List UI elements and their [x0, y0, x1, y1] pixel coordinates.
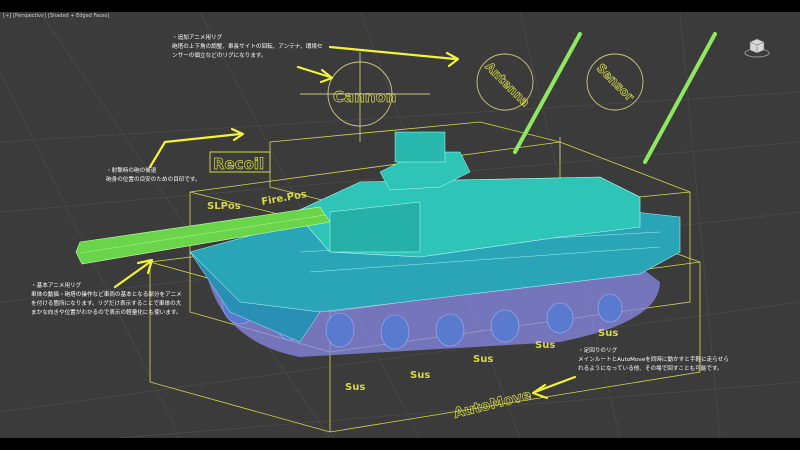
- antenna-rig-circle: [476, 53, 534, 111]
- label-sus-1[interactable]: Sus: [345, 382, 365, 393]
- annotation-title: ・足回りのリグ: [578, 348, 618, 354]
- viewport-perspective[interactable]: [+][Perspective][Shaded + Edged Faces]: [0, 12, 800, 438]
- annotation-basic-rig: ・基本アニメ用リグ 車体の動揺・砲塔の操作など車両の基本となる部分をアニメ を付…: [31, 282, 182, 318]
- annotation-recoil-rig: ・射撃時の砲の後退 砲身の位置の目安のための目印です。: [106, 167, 201, 185]
- viewport-label[interactable]: [+][Perspective][Shaded + Edged Faces]: [3, 13, 111, 19]
- label-automove[interactable]: AutoMove: [452, 387, 534, 422]
- label-firepos[interactable]: Fire.Pos: [261, 189, 308, 208]
- viewport-menu-plus[interactable]: [+]: [3, 13, 12, 19]
- scene-canvas[interactable]: Cannon Antenna Sensor Recoil SLPos Fire.…: [0, 12, 800, 438]
- viewport-shading-menu[interactable]: [Shaded + Edged Faces]: [47, 13, 110, 19]
- antenna-rods[interactable]: [513, 32, 717, 164]
- label-sus-2[interactable]: Sus: [410, 370, 430, 381]
- annotation-title: ・追加アニメ用リグ: [172, 35, 223, 41]
- annotation-title: ・射撃時の砲の後退: [106, 168, 157, 174]
- label-antenna[interactable]: Antenna: [482, 59, 533, 110]
- label-sus-4[interactable]: Sus: [535, 340, 555, 351]
- annotation-line: 砲塔の上下角の調整、車長サイトの回転、アンテナ、環境セ: [172, 44, 323, 50]
- viewport-view-menu[interactable]: [Perspective]: [13, 13, 46, 19]
- sensor-rig-circle: [586, 53, 644, 111]
- label-cannon[interactable]: Cannon: [333, 88, 397, 107]
- label-sensor[interactable]: Sensor: [593, 60, 637, 104]
- letterbox-top: [0, 0, 800, 12]
- annotation-line: れるようになっている他、その場で回すことも可能です。: [578, 366, 723, 372]
- annotation-line: ンサーの個立などのリグになります。: [172, 53, 267, 59]
- label-slpos[interactable]: SLPos: [207, 201, 241, 212]
- annotation-additional-rig: ・追加アニメ用リグ 砲塔の上下角の調整、車長サイトの回転、アンテナ、環境セ ンサ…: [172, 34, 323, 61]
- annotation-arrows: [113, 45, 577, 400]
- annotation-line: 砲身の位置の目安のための目印です。: [106, 177, 201, 183]
- annotation-line: メインルートとAutoMoveを同時に動かすと手軽に走らせら: [578, 357, 729, 363]
- annotation-line: を付ける箇所になります。リグだけ表示することで車体の大: [31, 301, 182, 307]
- letterbox-bottom: [0, 438, 800, 450]
- viewcube-icon[interactable]: [744, 34, 770, 60]
- tank-turret-mesh[interactable]: [294, 131, 641, 258]
- annotation-title: ・基本アニメ用リグ: [31, 283, 82, 289]
- annotation-track-rig: ・足回りのリグ メインルートとAutoMoveを同時に動かすと手軽に走らせら れ…: [578, 347, 729, 374]
- label-sus-5[interactable]: Sus: [598, 328, 618, 339]
- rig-controls[interactable]: [209, 52, 644, 173]
- cannon-barrel[interactable]: [75, 206, 331, 265]
- label-sus-3[interactable]: Sus: [473, 354, 493, 365]
- label-recoil[interactable]: Recoil: [213, 155, 265, 174]
- annotation-line: まかな向きや位置がわかるので表示の軽量化にも使います。: [31, 310, 182, 316]
- annotation-line: 車体の動揺・砲塔の操作など車両の基本となる部分をアニメ: [31, 292, 182, 298]
